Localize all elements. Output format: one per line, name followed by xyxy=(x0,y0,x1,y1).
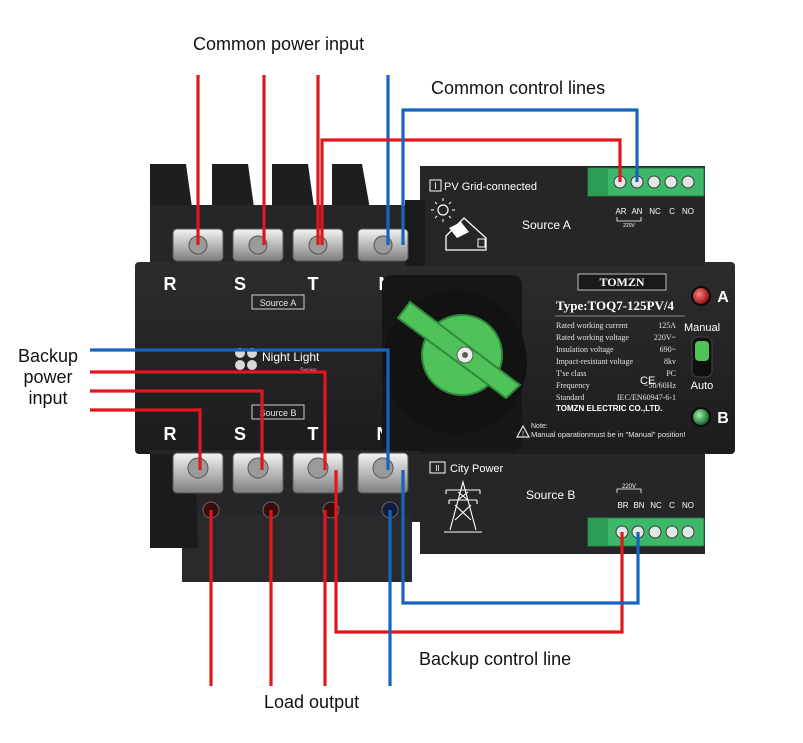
terminal-label: R xyxy=(164,424,177,444)
svg-text:Rated working current: Rated working current xyxy=(556,321,629,330)
indicator-a-label: A xyxy=(717,289,729,306)
svg-text:C: C xyxy=(669,501,675,510)
svg-text:220V~: 220V~ xyxy=(654,333,677,342)
svg-text:NO: NO xyxy=(682,207,694,216)
module-b-source-label: Source B xyxy=(526,488,575,502)
svg-text:NO: NO xyxy=(682,501,694,510)
svg-text:!: ! xyxy=(522,431,524,438)
svg-text:220V: 220V xyxy=(623,223,635,229)
svg-text:Night Light: Night Light xyxy=(262,350,320,364)
module-a-panel: I PV Grid-connected Source A xyxy=(429,179,571,251)
source-a-tag: Source A xyxy=(260,298,297,308)
svg-text:Impact-resistant voltage: Impact-resistant voltage xyxy=(556,357,634,366)
wire-source-b-s xyxy=(90,389,264,470)
common-power-input-label: Common power input xyxy=(193,34,365,54)
module-a-title: PV Grid-connected xyxy=(444,181,537,193)
load-output-label: Load output xyxy=(264,692,360,712)
svg-text:C: C xyxy=(669,207,675,216)
svg-text:Frequency: Frequency xyxy=(556,381,590,390)
backup-label-line: Backup xyxy=(17,346,79,366)
svg-text:AN: AN xyxy=(631,207,642,216)
note-text: Manual oparationmust be in "Manual" posi… xyxy=(531,430,686,439)
warning-icon: ! xyxy=(515,424,531,438)
svg-text:NC: NC xyxy=(650,501,662,510)
model-type: Type:TOQ7-125PV/4 xyxy=(556,298,674,313)
backup-label-line: power xyxy=(23,367,73,387)
manual-label: Manual xyxy=(684,322,720,334)
svg-text:T'se class: T'se class xyxy=(556,369,587,378)
svg-text:Insulation voltage: Insulation voltage xyxy=(556,345,614,354)
wire-control-a-ar xyxy=(320,138,622,245)
indicator-panel: A Manual Auto B xyxy=(684,286,729,427)
svg-text:~50/60Hz: ~50/60Hz xyxy=(644,381,676,390)
module-a-source-label: Source A xyxy=(522,218,571,232)
svg-text:II: II xyxy=(435,464,439,473)
source-b-tag: Source B xyxy=(259,408,296,418)
svg-text:IEC/EN60947-6-1: IEC/EN60947-6-1 xyxy=(617,393,676,402)
svg-text:BR: BR xyxy=(617,501,628,510)
terminal-label: T xyxy=(308,274,319,294)
switch-housing xyxy=(135,164,735,582)
wire-control-b-bn xyxy=(401,470,640,605)
terminal-label: T xyxy=(308,424,319,444)
svg-text:690~: 690~ xyxy=(660,345,677,354)
source-b-indicator-led xyxy=(691,407,711,427)
power-tower-icon xyxy=(444,479,482,533)
svg-text:125A: 125A xyxy=(658,321,676,330)
module-b-panel: II City Power Source B xyxy=(429,461,575,533)
module-b-title: City Power xyxy=(450,463,504,475)
indicator-b-label: B xyxy=(717,410,729,427)
terminal-label: S xyxy=(234,424,246,444)
company-name: TOMZN ELECTRIC CO.,LTD. xyxy=(556,404,662,413)
common-control-lines-label: Common control lines xyxy=(431,78,606,98)
manual-auto-toggle[interactable] xyxy=(691,336,713,378)
rotary-handle[interactable] xyxy=(382,275,527,451)
wire-control-b-br xyxy=(334,470,624,634)
wire-control-a-an xyxy=(401,108,639,245)
svg-text:Rated working voltage: Rated working voltage xyxy=(556,333,629,342)
svg-text:NC: NC xyxy=(649,207,661,216)
backup-label-line: input xyxy=(28,388,68,408)
solar-house-icon xyxy=(431,198,487,251)
backup-control-line-label: Backup control line xyxy=(419,649,572,669)
backup-power-input-label: Backup power input xyxy=(2,346,94,409)
source-a-indicator-led xyxy=(691,286,711,306)
auto-label: Auto xyxy=(691,380,714,392)
wire-source-b-r xyxy=(90,408,202,470)
svg-text:BN: BN xyxy=(633,501,644,510)
svg-text:220V: 220V xyxy=(622,484,636,490)
wire-source-b-t xyxy=(90,370,327,470)
ce-mark: CE xyxy=(640,375,655,387)
note-title: Note: xyxy=(531,423,548,430)
svg-text:I: I xyxy=(434,181,437,191)
terminal-label: S xyxy=(234,274,246,294)
svg-text:8kv: 8kv xyxy=(664,357,676,366)
spec-list: Rated working current 125A Rated working… xyxy=(556,321,677,402)
terminal-label: R xyxy=(164,274,177,294)
brand-logo: TOMZN xyxy=(599,275,644,289)
svg-text:AR: AR xyxy=(615,207,626,216)
svg-text:Standard: Standard xyxy=(556,393,584,402)
wiring xyxy=(90,75,640,686)
svg-text:PC: PC xyxy=(666,369,676,378)
wire-source-b-n xyxy=(90,348,390,470)
nameplate: TOMZN Type:TOQ7-125PV/4 Rated working cu… xyxy=(515,273,686,439)
